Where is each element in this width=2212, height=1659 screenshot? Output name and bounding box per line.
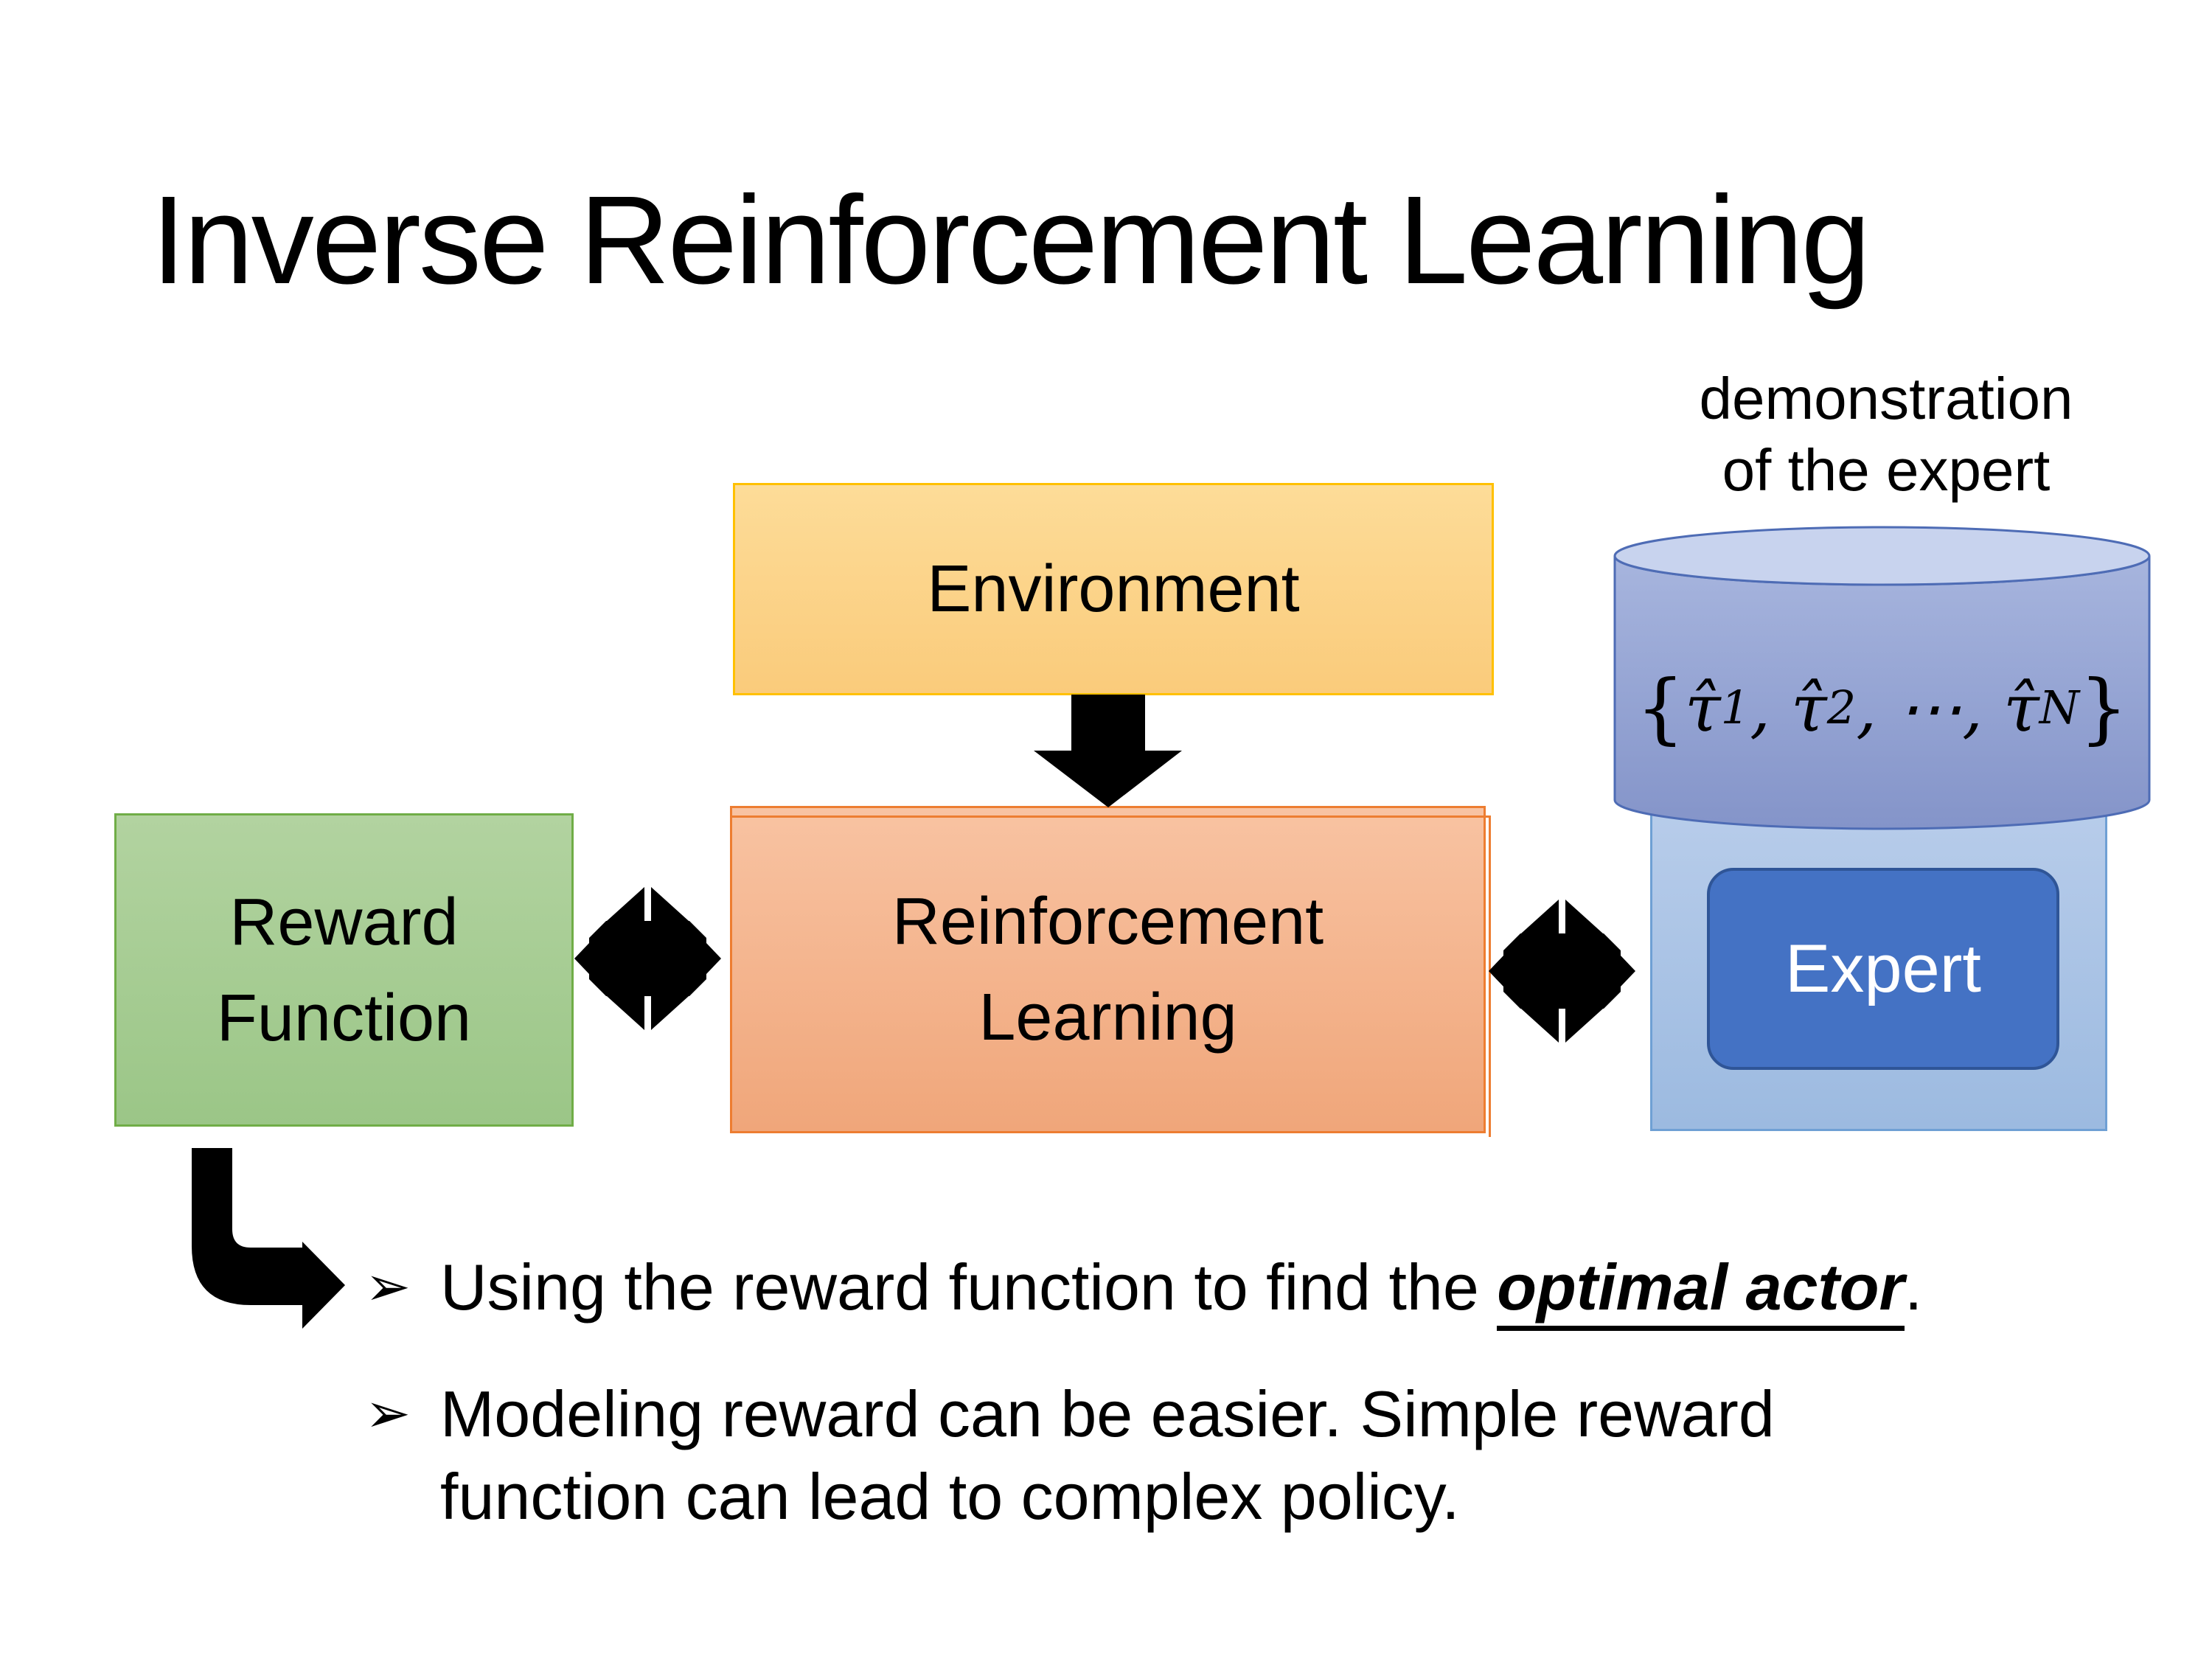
- bullet-1-text-emphasis: optimal actor: [1497, 1251, 1905, 1331]
- expert-label: Expert: [1785, 931, 1981, 1006]
- reward-label-line1: Reward: [229, 885, 459, 959]
- bullet-2-text: Modeling reward can be easier. Simple re…: [440, 1377, 1775, 1533]
- reinforcement-learning-box: Reinforcement Learning: [730, 806, 1491, 1137]
- bullet-arrowhead-icon: ➢: [365, 1382, 411, 1444]
- bullet-1-text-post: .: [1904, 1251, 1923, 1324]
- expert-box: Expert: [1707, 868, 2059, 1070]
- bullet-1-text-pre: Using the reward function to find the: [440, 1251, 1498, 1324]
- exchange-arrow-left-icon: [574, 887, 721, 1030]
- demonstration-label-line1: demonstration: [1699, 366, 2073, 431]
- reward-function-label: Reward Function: [217, 874, 471, 1066]
- bullet-item-2: ➢ Modeling reward can be easier. Simple …: [365, 1373, 1915, 1538]
- demonstration-label: demonstration of the expert: [1591, 363, 2181, 506]
- rl-label-line2: Learning: [978, 981, 1237, 1054]
- bullet-1-text: Using the reward function to find the op…: [440, 1246, 1923, 1331]
- bent-arrow-icon: [192, 1148, 345, 1329]
- exchange-arrow-right-icon: [1489, 900, 1635, 1043]
- demonstration-label-line2: of the expert: [1722, 437, 2051, 503]
- trajectory-set-expression: {τ̂1, τ̂2, ⋯, τ̂N}: [1635, 663, 2129, 753]
- rl-label-line1: Reinforcement: [891, 885, 1324, 959]
- environment-box: Environment: [733, 483, 1494, 695]
- bullet-arrowhead-icon: ➢: [365, 1256, 411, 1317]
- reinforcement-learning-label: Reinforcement Learning: [892, 874, 1324, 1065]
- reward-function-box: Reward Function: [114, 813, 574, 1127]
- environment-label: Environment: [927, 552, 1300, 626]
- page-title: Inverse Reinforcement Learning: [151, 170, 1871, 310]
- bullet-item-1: ➢ Using the reward function to find the …: [365, 1246, 1923, 1331]
- reward-label-line2: Function: [216, 981, 472, 1055]
- down-arrow-icon: [1034, 695, 1182, 807]
